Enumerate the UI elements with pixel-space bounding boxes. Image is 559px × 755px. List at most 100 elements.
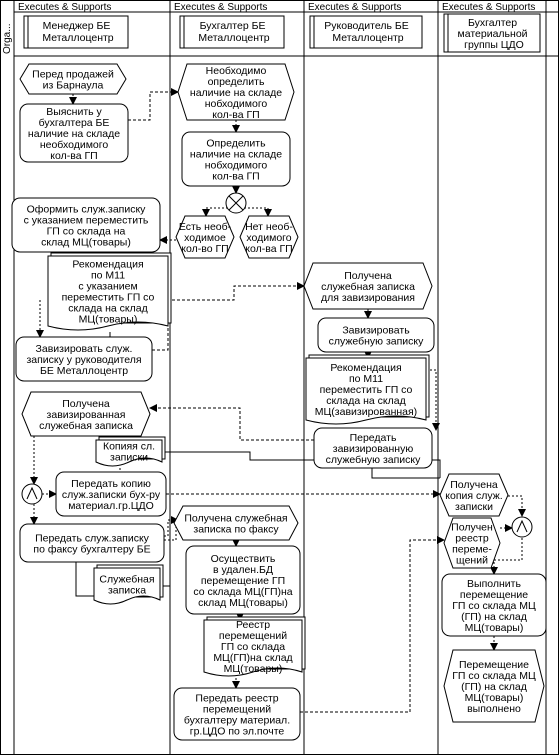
- flow-n12-n14: [426, 369, 440, 431]
- node-label-line: кол-ва ГП: [245, 243, 292, 255]
- event-shape: [175, 215, 235, 259]
- role-material-accountant-title: Бухгалтер материальной группы ЦДО: [458, 17, 531, 51]
- node-label-line: Рекомендация: [330, 362, 401, 374]
- node-label-line: Осуществить: [211, 553, 276, 565]
- node-label-line: кол-во ГП: [181, 243, 228, 255]
- node-label-line: Выяснить у: [46, 106, 102, 118]
- node-label-line: щений: [456, 555, 488, 567]
- node-label-line: с указанием: [78, 281, 137, 293]
- node-label-line: склада на склад: [326, 395, 405, 407]
- node-label-line: служебная записка: [321, 281, 415, 293]
- node-label-line: выполнено: [467, 703, 521, 715]
- node-label-line: МЦ(товары): [224, 663, 283, 675]
- document-shape: [305, 357, 427, 425]
- document-shape: [203, 619, 303, 677]
- node-label-line: записки: [455, 501, 493, 513]
- node-label-line: Получена: [450, 479, 498, 491]
- col-header-4: Executes & Supports: [442, 2, 535, 13]
- node-label-line: по факсу бухгалтеру БЕ: [33, 544, 150, 556]
- node-label-line: Получен: [451, 522, 493, 534]
- node-label-line: определить: [208, 76, 265, 88]
- function-shape: [15, 336, 153, 382]
- node-label-line: ГП со склада на: [47, 226, 126, 238]
- col-header-1: Executes & Supports: [18, 2, 111, 13]
- node-label-line: склад МЦ(товары): [198, 597, 288, 609]
- role-head-title: Руководитель БЕ Металлоцентр: [324, 20, 411, 44]
- flow-n17-and2: [508, 495, 526, 517]
- node-label-line: записка: [108, 585, 146, 597]
- flow-n11-n9: [152, 282, 305, 351]
- node-label-line: завизированная: [47, 409, 126, 421]
- node-label-line: служебную записку: [326, 454, 422, 466]
- function-shape: [11, 197, 161, 253]
- node-label-line: Оформить служ.записку: [27, 204, 147, 216]
- function-shape: [441, 573, 547, 637]
- node-label-line: записку у руководителя: [26, 354, 141, 366]
- node-label-line: ходимого: [246, 232, 291, 244]
- node-label-line: переместить ГП со: [320, 384, 413, 396]
- node-label-line: Перемещение: [459, 659, 529, 671]
- node-label-line: МЦ(товары): [465, 622, 524, 634]
- node-label-line: Рекомендация: [72, 259, 143, 271]
- node-label-line: нобходимого: [205, 98, 268, 110]
- function-shape: [313, 427, 433, 469]
- node-label-line: Служебная: [99, 574, 154, 586]
- node-label-line: кол-ва ГП: [212, 171, 259, 183]
- node-label-line: служебная записка: [39, 420, 133, 432]
- node-label-line: перемещение: [460, 589, 528, 601]
- side-label: Orga...: [2, 23, 13, 54]
- flow-xor-n6: [202, 207, 228, 217]
- document-shape: [47, 255, 169, 331]
- node-label-line: бухгалтеру материал.: [184, 715, 290, 727]
- event-shape: [303, 262, 433, 310]
- node-label-line: перемещений: [203, 704, 271, 716]
- node-label-line: переме-: [452, 544, 492, 556]
- role-manager-line1: Менеджер БЕ: [43, 20, 111, 32]
- role-head: [309, 15, 423, 49]
- flow-n14-mat: [371, 468, 440, 479]
- flow-n15-right: [162, 451, 441, 478]
- node-label-line: Получена служебная: [184, 513, 287, 525]
- node-label-line: Передать реестр: [195, 693, 278, 705]
- function-shape: [173, 687, 301, 741]
- xor-gateway: [225, 192, 247, 214]
- node-n15: Копияя сл.записки: [95, 436, 166, 467]
- role-mat-line2: материальной: [458, 28, 528, 40]
- node-label-line: служ.записки бух-ру: [62, 489, 161, 501]
- node-label-line: (ГП) на склад: [461, 681, 527, 693]
- node-label-line: кол-ва ГП: [50, 150, 97, 162]
- node-label-line: со склада МЦ(ГП)на: [193, 586, 292, 598]
- node-label-line: Завизировать служ.: [36, 343, 133, 355]
- node-label-line: Получена: [344, 270, 392, 282]
- node-label-line: записка по факсу: [193, 524, 279, 536]
- function-shape: [181, 131, 291, 187]
- node-label-line: МЦ(завизированная): [315, 406, 417, 418]
